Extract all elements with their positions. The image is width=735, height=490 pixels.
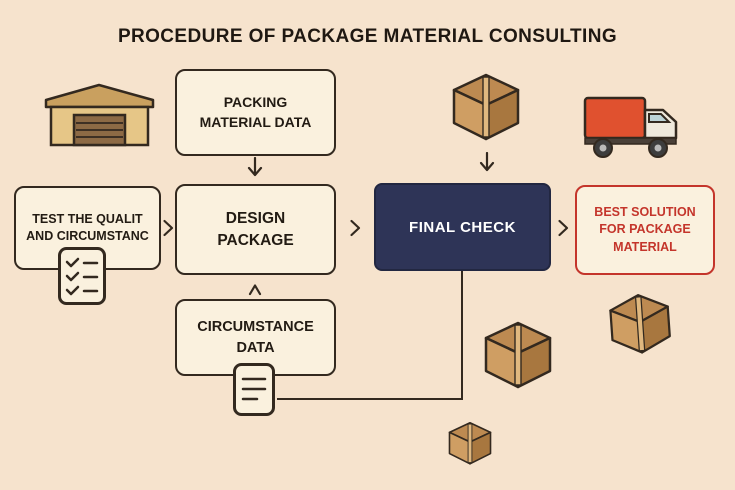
delivery-truck-icon xyxy=(583,92,683,160)
node-label: DESIGN PACKAGE xyxy=(217,209,294,249)
connector-line xyxy=(277,271,463,400)
chevron-right-icon xyxy=(163,219,174,237)
checklist-icon xyxy=(57,246,107,306)
cardboard-box-icon xyxy=(600,284,681,359)
node-label: CIRCUMSTANCE DATA xyxy=(197,319,314,356)
page-title: PROCEDURE OF PACKAGE MATERIAL CONSULTING xyxy=(117,26,618,47)
node-label: TEST THE QUALIT AND CIRCUMSTANC xyxy=(26,211,149,244)
node-design-package: DESIGN PACKAGE xyxy=(175,184,336,275)
cardboard-box-icon xyxy=(444,417,496,467)
cardboard-box-icon xyxy=(446,66,526,144)
node-label: FINAL CHECK xyxy=(409,218,516,236)
node-label: BEST SOLUTION FOR PACKAGE MATERIAL xyxy=(594,204,696,254)
warehouse-icon xyxy=(42,80,157,148)
chevron-right-icon xyxy=(350,219,361,237)
node-label: PACKING MATERIAL DATA xyxy=(199,93,312,130)
chevron-up-icon xyxy=(248,284,262,296)
arrow-down-icon xyxy=(247,157,263,177)
document-icon xyxy=(232,362,276,417)
node-final-check: FINAL CHECK xyxy=(374,183,551,271)
cardboard-box-icon xyxy=(478,314,558,392)
chevron-right-icon xyxy=(558,219,569,237)
arrow-down-icon xyxy=(479,152,495,172)
node-packing-material-data: PACKING MATERIAL DATA xyxy=(175,69,336,156)
node-best-solution: BEST SOLUTION FOR PACKAGE MATERIAL xyxy=(575,185,715,275)
